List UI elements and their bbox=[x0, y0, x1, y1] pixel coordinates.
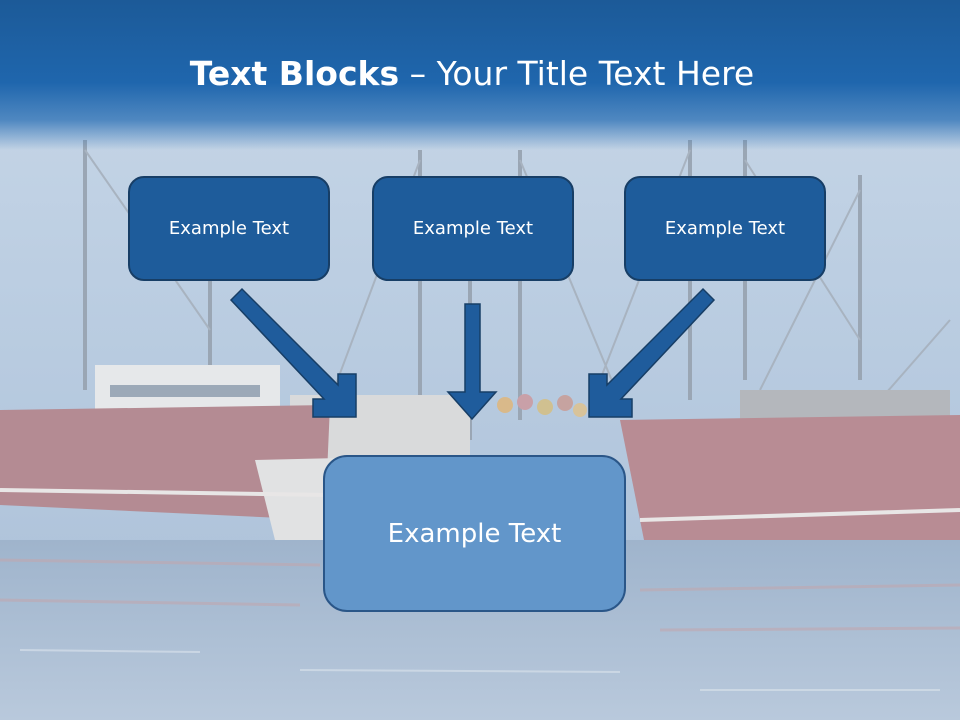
title-bold-part: Text Blocks bbox=[189, 54, 400, 93]
title-band bbox=[0, 0, 960, 150]
right-red-hull bbox=[620, 415, 960, 570]
text-block-label: Example Text bbox=[664, 218, 786, 239]
title-dash: – bbox=[399, 54, 437, 93]
white-hull bbox=[255, 458, 345, 545]
text-block-label: Example Text bbox=[412, 218, 534, 239]
text-block-label: Example Text bbox=[168, 218, 290, 239]
text-block-bottom[interactable]: Example Text bbox=[323, 455, 626, 612]
title-rest: Your Title Text Here bbox=[436, 54, 755, 93]
text-block-top-center[interactable]: Example Text bbox=[372, 176, 574, 281]
slide-title: Text Blocks – Your Title Text Here bbox=[0, 52, 944, 96]
text-block-top-right[interactable]: Example Text bbox=[624, 176, 826, 281]
text-block-top-left[interactable]: Example Text bbox=[128, 176, 330, 281]
buoys-cluster bbox=[497, 394, 587, 417]
text-block-label: Example Text bbox=[387, 518, 562, 549]
